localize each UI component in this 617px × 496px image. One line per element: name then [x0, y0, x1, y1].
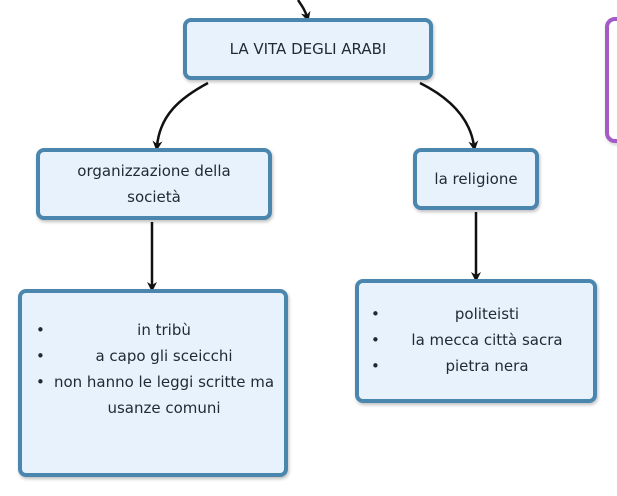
branch-node-label: organizzazione della società — [77, 162, 231, 206]
connector-root-to-religion — [419, 81, 479, 151]
root-node[interactable]: LA VITA DEGLI ARABI — [183, 18, 433, 80]
list-node-society[interactable]: in tribù a capo gli sceicchi non hanno l… — [18, 289, 288, 477]
list-item: a capo gli sceicchi — [22, 343, 284, 369]
list-item: la mecca città sacra — [359, 327, 593, 353]
list-item: in tribù — [22, 317, 284, 343]
list-item: pietra nera — [359, 353, 593, 379]
connector-root-to-society — [152, 81, 209, 151]
branch-node-label: la religione — [434, 170, 518, 188]
list-item: politeisti — [359, 301, 593, 327]
root-node-label: LA VITA DEGLI ARABI — [229, 40, 387, 58]
branch-node-society[interactable]: organizzazione della società — [36, 148, 272, 220]
branch-node-religion[interactable]: la religione — [413, 148, 539, 210]
connector-top — [296, 0, 311, 22]
society-list: in tribù a capo gli sceicchi non hanno l… — [22, 317, 284, 421]
religion-list: politeisti la mecca città sacra pietra n… — [359, 301, 593, 379]
side-node-partial[interactable] — [605, 17, 617, 143]
list-node-religion[interactable]: politeisti la mecca città sacra pietra n… — [355, 279, 597, 403]
list-item: non hanno le leggi scritte ma usanze com… — [22, 369, 284, 421]
